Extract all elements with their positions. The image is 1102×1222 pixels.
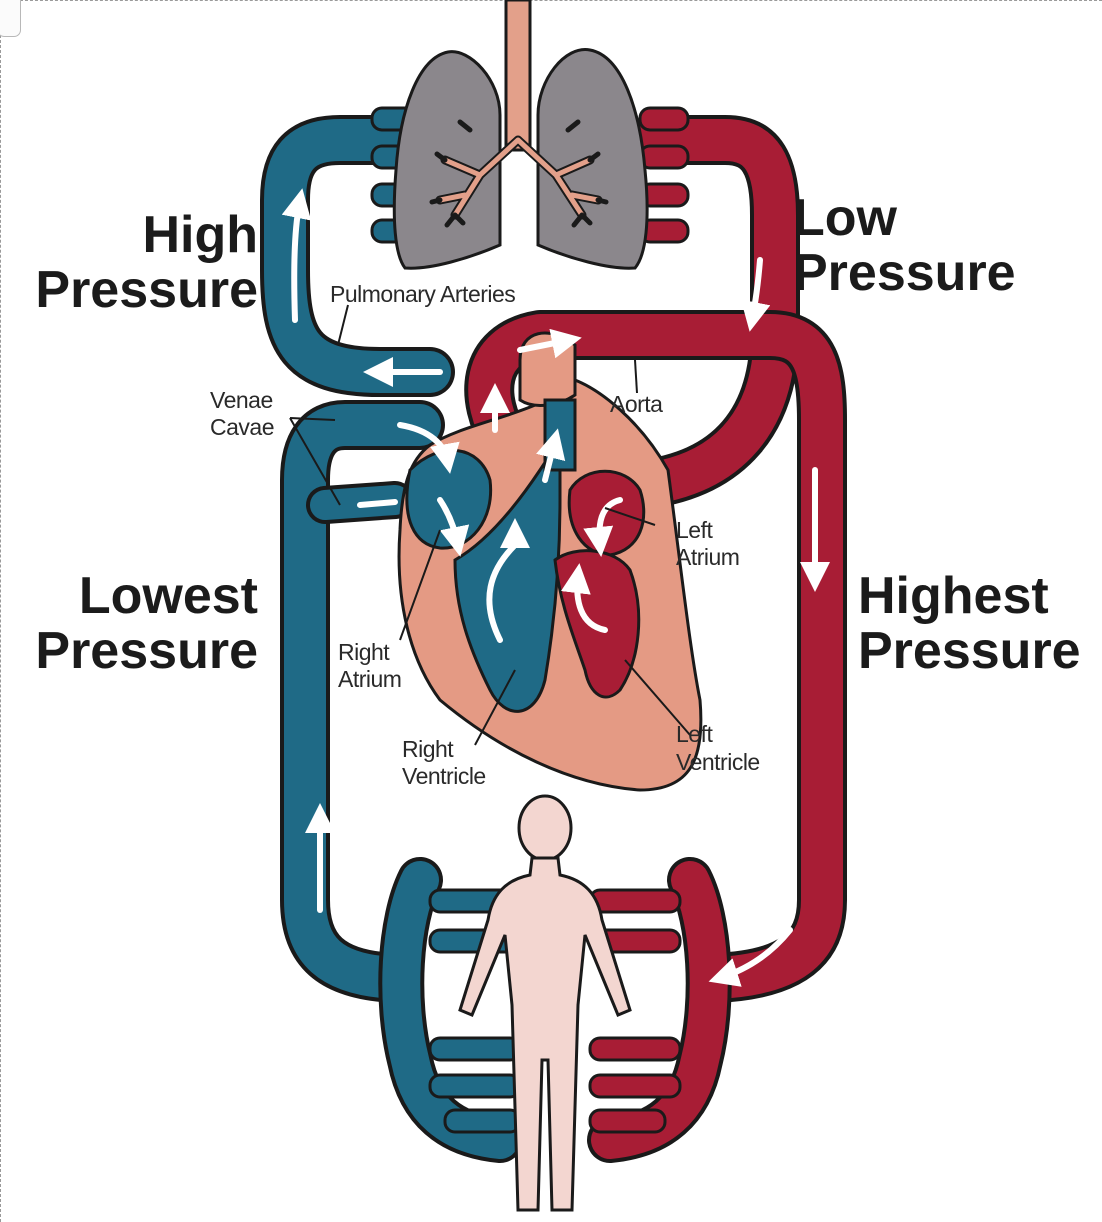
frame-corner-tab[interactable] bbox=[0, 0, 21, 37]
low-pressure-label-line1: Low bbox=[793, 189, 898, 247]
left-ventricle-label-line1: Left bbox=[676, 721, 713, 747]
flow-arrows bbox=[281, 188, 830, 987]
trachea bbox=[504, 0, 532, 152]
right-ventricle-label-line1: Right bbox=[402, 736, 454, 762]
lowest-pressure-label-line2: Pressure bbox=[35, 622, 258, 680]
left-atrium-label-line2: Atrium bbox=[676, 544, 739, 570]
high-pressure-label-line2: Pressure bbox=[35, 261, 258, 319]
venae-cavae-label-line1: Venae bbox=[210, 387, 273, 413]
right-ventricle-label-line2: Ventricle bbox=[402, 763, 486, 789]
left-ventricle-label-line2: Ventricle bbox=[676, 749, 760, 775]
high-pressure-label-line1: High bbox=[142, 206, 258, 264]
body-capillaries-blue bbox=[378, 857, 523, 1163]
venae-cavae-label-line2: Cavae bbox=[210, 414, 274, 440]
bronchi bbox=[429, 119, 609, 228]
lowest-pressure-label-line1: Lowest bbox=[79, 567, 258, 625]
aorta-vessel bbox=[464, 310, 847, 1003]
highest-pressure-label-line1: Highest bbox=[858, 567, 1049, 625]
right-atrium-label-line1: Right bbox=[338, 639, 390, 665]
left-atrium-label-line1: Left bbox=[676, 517, 713, 543]
low-pressure-label-line2: Pressure bbox=[793, 244, 1016, 302]
highest-pressure-label-line2: Pressure bbox=[858, 622, 1081, 680]
body-capillaries-red bbox=[587, 857, 732, 1163]
aorta-label: Aorta bbox=[610, 391, 663, 417]
human-body-figure bbox=[458, 794, 632, 1212]
pulmonary-arteries-label: Pulmonary Arteries bbox=[330, 281, 515, 307]
leader-lines bbox=[289, 304, 691, 746]
pulmonary-artery-vessel bbox=[260, 115, 455, 397]
right-atrium-label-line2: Atrium bbox=[338, 666, 401, 692]
pulmonary-capillaries-right bbox=[638, 106, 690, 244]
